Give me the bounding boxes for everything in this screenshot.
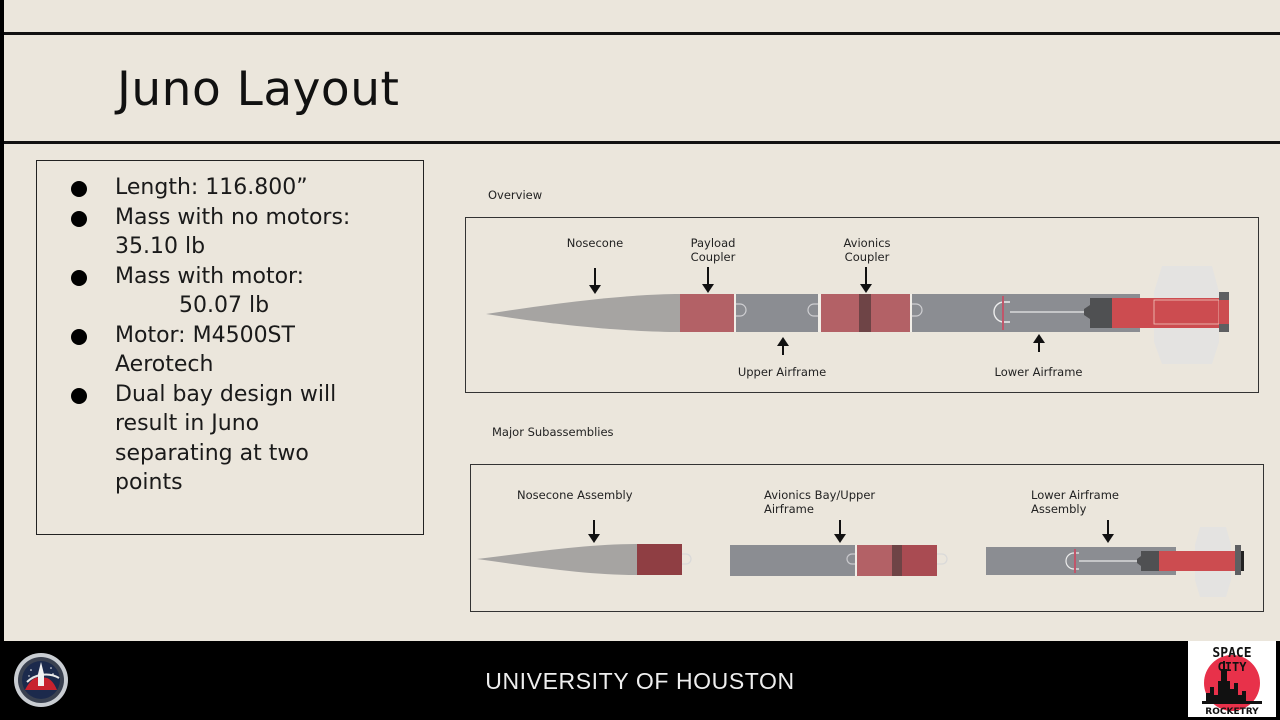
arrow-down-icon xyxy=(834,520,846,544)
label-lower-airframe: Lower Airframe xyxy=(994,365,1083,379)
bullet-icon xyxy=(71,387,87,404)
header-rule-top xyxy=(4,32,1280,35)
specs-box: Length: 116.800” Mass with no motors: 35… xyxy=(36,160,424,535)
label-lower-airframe-assembly: Lower Airframe Assembly xyxy=(1031,488,1119,516)
spec-mass-with-motor: Mass with motor: 50.07 lb xyxy=(67,262,417,321)
spec-dual-bay: Dual bay design will result in Juno sepa… xyxy=(67,380,417,498)
label-nosecone-assembly: Nosecone Assembly xyxy=(517,488,633,502)
arrow-down-icon xyxy=(588,520,600,544)
arrow-up-icon xyxy=(777,337,789,355)
arrow-up-icon xyxy=(1033,334,1045,352)
overview-panel: Nosecone Payload Coupler Avionics Couple… xyxy=(465,217,1259,393)
uh-seal-icon xyxy=(14,653,68,707)
space-city-rocketry-logo-icon: SPACE CITY ROCKETRY xyxy=(1188,641,1276,717)
footer-bar: UNIVERSITY OF HOUSTON SPACE CITY ROCKETR… xyxy=(0,641,1280,720)
svg-text:ROCKETRY: ROCKETRY xyxy=(1205,707,1259,717)
label-upper-airframe: Upper Airframe xyxy=(737,365,827,379)
footer-university-name: UNIVERSITY OF HOUSTON xyxy=(485,668,795,694)
arrow-down-icon xyxy=(589,268,601,294)
arrow-down-icon xyxy=(1102,520,1114,544)
rocket-overview-diagram xyxy=(486,266,1229,364)
slide: Juno Layout Length: 116.800” Mass with n… xyxy=(4,0,1280,641)
label-avionics-bay-upper-airframe: Avionics Bay/Upper Airframe xyxy=(764,488,876,516)
bullet-icon xyxy=(71,328,87,345)
spec-mass-no-motors: Mass with no motors: 35.10 lb xyxy=(67,203,417,262)
specs-list: Length: 116.800” Mass with no motors: 35… xyxy=(67,173,417,498)
label-payload-coupler: Payload Coupler xyxy=(690,236,736,264)
label-avionics-coupler: Avionics Coupler xyxy=(843,236,891,264)
spec-length: Length: 116.800” xyxy=(67,173,417,203)
bullet-icon xyxy=(71,210,87,227)
bullet-icon xyxy=(71,181,87,197)
label-nosecone: Nosecone xyxy=(566,236,624,250)
subassemblies-panel: Nosecone Assembly Avionics Bay/Upper Air… xyxy=(470,464,1264,612)
overview-caption: Overview xyxy=(488,188,543,202)
page-title: Juno Layout xyxy=(117,62,400,117)
arrow-down-icon xyxy=(702,267,714,293)
subassemblies-caption: Major Subassemblies xyxy=(492,425,614,439)
svg-text:SPACE: SPACE xyxy=(1212,646,1251,661)
bullet-icon xyxy=(71,269,87,286)
rocket-subassemblies-diagram xyxy=(477,527,1244,597)
arrow-down-icon xyxy=(860,267,872,293)
spec-motor: Motor: M4500ST Aerotech xyxy=(67,321,417,380)
header-rule-bottom xyxy=(4,141,1280,144)
